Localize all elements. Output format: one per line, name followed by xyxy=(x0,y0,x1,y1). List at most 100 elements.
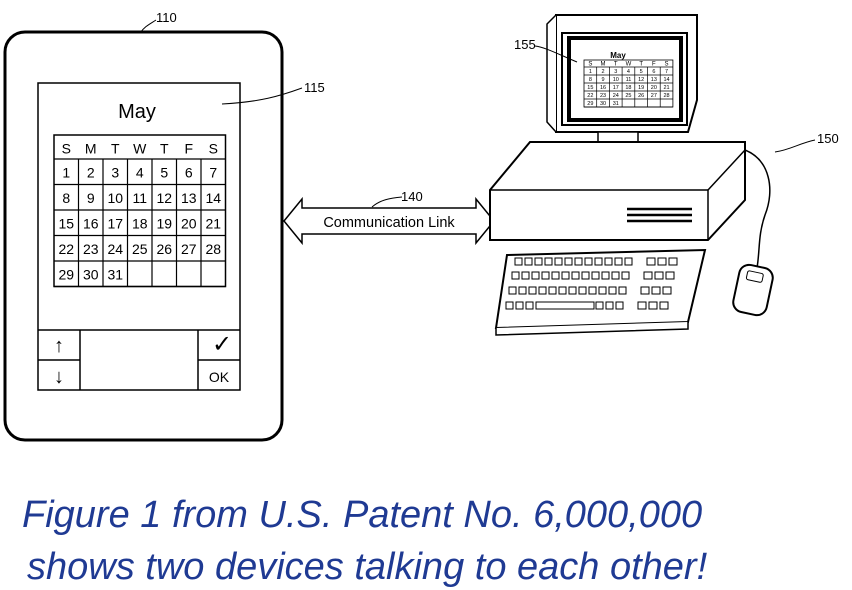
date-cell: 9 xyxy=(602,77,605,83)
date-cell: 1 xyxy=(62,164,70,180)
date-cell: 27 xyxy=(651,93,657,99)
keyboard-key xyxy=(518,286,527,295)
date-cell: 26 xyxy=(156,241,172,257)
date-cell: 19 xyxy=(156,215,172,231)
date-cell: 30 xyxy=(600,101,606,107)
day-header: S xyxy=(588,61,592,67)
mouse xyxy=(732,149,774,317)
ref-110: 110 xyxy=(156,10,177,25)
date-cell: 28 xyxy=(663,93,669,99)
date-cell: 11 xyxy=(132,190,147,206)
keyboard-key xyxy=(601,271,610,280)
date-cell: 3 xyxy=(614,69,617,75)
keyboard-key xyxy=(544,257,553,266)
keyboard-key xyxy=(515,301,524,310)
date-cell: 5 xyxy=(640,69,643,75)
keyboard-key xyxy=(621,271,630,280)
keypad-key xyxy=(648,301,658,310)
date-cell: 14 xyxy=(205,190,221,206)
date-cell: 19 xyxy=(638,85,644,91)
keyboard-key xyxy=(614,257,623,266)
keyboard-key xyxy=(571,271,580,280)
keyboard-key xyxy=(528,286,537,295)
keyboard-key xyxy=(598,286,607,295)
keyboard-key xyxy=(608,286,617,295)
keyboard-key xyxy=(551,271,560,280)
day-header: M xyxy=(601,61,606,67)
date-cell: 10 xyxy=(107,190,123,206)
date-cell: 29 xyxy=(58,266,74,282)
date-cell: 8 xyxy=(589,77,592,83)
day-header: M xyxy=(85,141,97,157)
date-cell: 16 xyxy=(83,215,99,231)
up-arrow-button[interactable]: ↑ xyxy=(54,335,64,357)
day-header: S xyxy=(62,141,71,157)
link-label: Communication Link xyxy=(323,215,455,231)
keyboard-key xyxy=(611,271,620,280)
day-header: F xyxy=(652,61,656,67)
keypad-key xyxy=(637,301,647,310)
ref-115: 115 xyxy=(304,80,325,95)
date-cell: 14 xyxy=(663,77,669,83)
date-cell: 15 xyxy=(587,85,593,91)
ref-150: 150 xyxy=(817,131,839,146)
keypad-key xyxy=(640,286,650,295)
date-cell: 5 xyxy=(160,164,168,180)
day-header: W xyxy=(133,141,147,157)
date-cell: 11 xyxy=(626,77,632,83)
keyboard-key xyxy=(574,257,583,266)
date-cell: 21 xyxy=(663,85,669,91)
keyboard-key xyxy=(604,257,613,266)
date-cell: 7 xyxy=(209,164,217,180)
date-cell: 25 xyxy=(625,93,631,99)
keyboard-key xyxy=(578,286,587,295)
keyboard-key xyxy=(605,301,614,310)
keypad-key xyxy=(654,271,664,280)
date-cell: 10 xyxy=(613,77,619,83)
check-button[interactable]: ✓ xyxy=(212,331,232,358)
keyboard-key xyxy=(548,286,557,295)
day-header: T xyxy=(639,61,643,67)
day-header: T xyxy=(111,141,120,157)
keypad-key xyxy=(651,286,661,295)
pda-screen xyxy=(37,82,241,391)
date-cell: 31 xyxy=(613,101,619,107)
date-cell: 3 xyxy=(111,164,119,180)
keypad-key xyxy=(665,271,675,280)
date-cell: 6 xyxy=(185,164,193,180)
keypad-key xyxy=(646,257,656,266)
date-cell: 16 xyxy=(600,85,606,91)
date-cell: 30 xyxy=(83,266,99,282)
keypad-key xyxy=(662,286,672,295)
keyboard xyxy=(494,248,707,336)
date-cell: 22 xyxy=(587,93,593,99)
keyboard-key xyxy=(524,257,533,266)
day-header: T xyxy=(614,61,618,67)
date-cell: 20 xyxy=(181,215,197,231)
down-arrow-button[interactable]: ↓ xyxy=(54,366,64,388)
date-cell: 4 xyxy=(627,69,630,75)
date-cell: 18 xyxy=(625,85,631,91)
date-cell: 24 xyxy=(613,93,619,99)
ok-button[interactable]: OK xyxy=(209,369,230,385)
keyboard-key xyxy=(514,257,523,266)
keyboard-key xyxy=(581,271,590,280)
caption-line-2: shows two devices talking to each other! xyxy=(27,546,708,588)
keyboard-key xyxy=(554,257,563,266)
keyboard-key xyxy=(584,257,593,266)
pda-month-label: May xyxy=(118,101,156,123)
keyboard-key xyxy=(541,271,550,280)
date-cell: 27 xyxy=(181,241,197,257)
keyboard-key xyxy=(511,271,520,280)
keyboard-key xyxy=(595,301,604,310)
date-cell: 21 xyxy=(205,215,221,231)
date-cell: 2 xyxy=(602,69,605,75)
date-cell: 22 xyxy=(58,241,74,257)
date-cell: 12 xyxy=(156,190,172,206)
spacebar-key xyxy=(535,301,595,310)
date-cell: 20 xyxy=(651,85,657,91)
